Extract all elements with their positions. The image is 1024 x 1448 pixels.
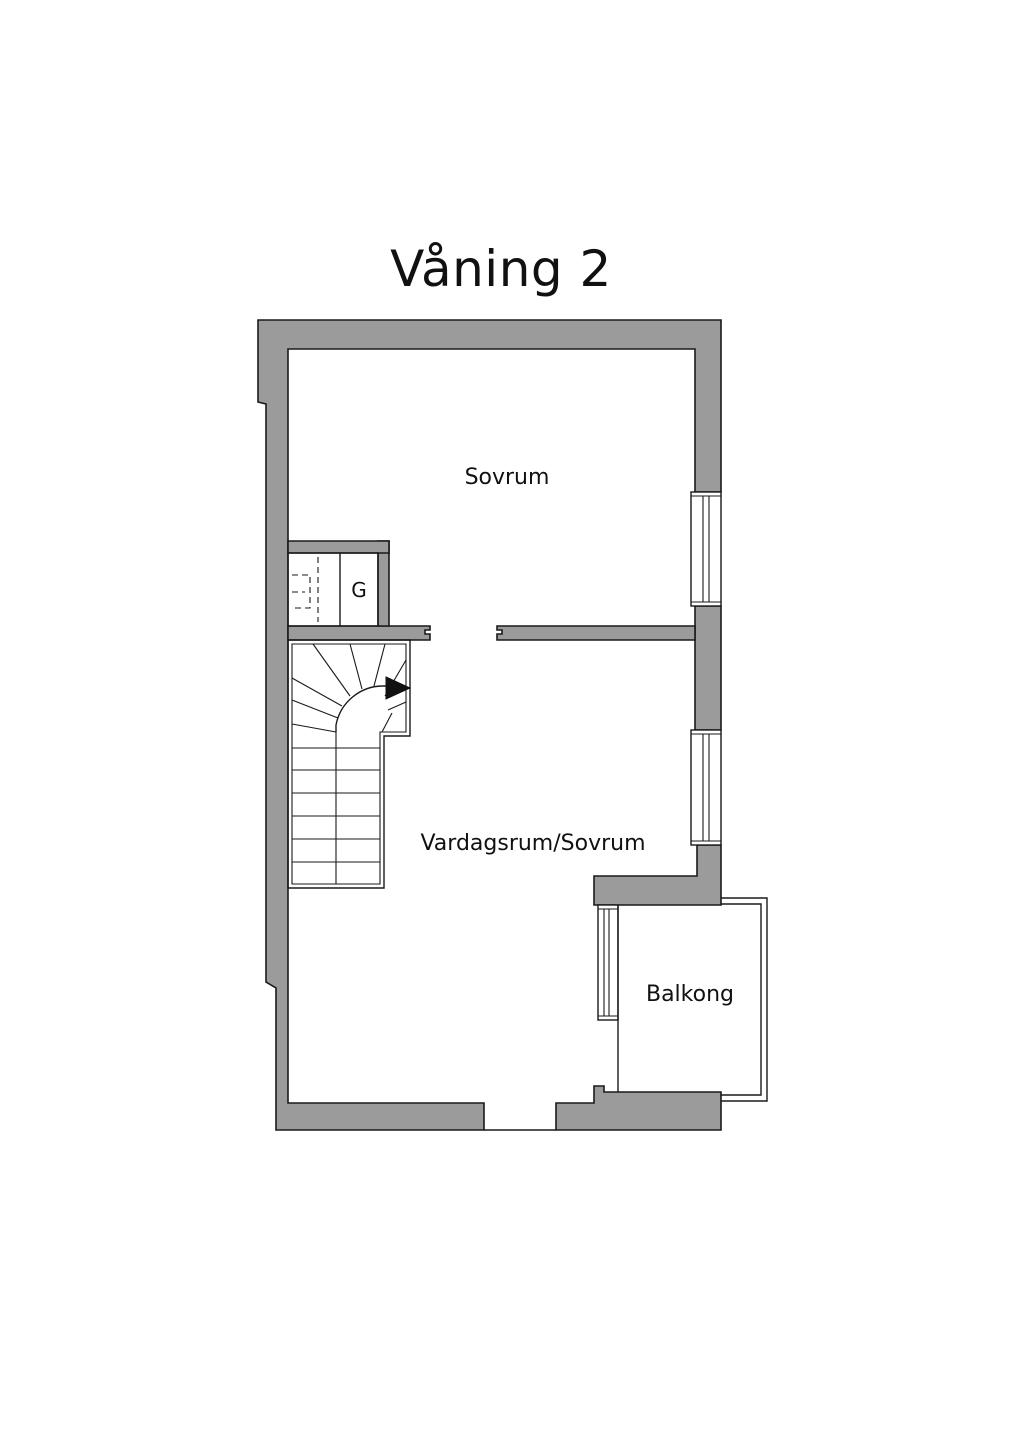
room-label-sovrum: Sovrum bbox=[465, 465, 550, 490]
balcony-railing bbox=[617, 897, 768, 1102]
stair-direction-arrow-icon bbox=[385, 676, 412, 700]
closet-label: G bbox=[351, 578, 367, 602]
room-label-vardagsrum: Vardagsrum/Sovrum bbox=[420, 831, 645, 856]
floor-title: Våning 2 bbox=[390, 240, 612, 298]
closet bbox=[287, 552, 379, 627]
outer-walls bbox=[257, 319, 722, 1131]
window-sovrum bbox=[690, 491, 722, 607]
window-vardagsrum bbox=[690, 729, 722, 846]
partition-left bbox=[287, 625, 431, 641]
staircase bbox=[287, 639, 412, 889]
partition-right bbox=[496, 625, 696, 641]
room-label-balkong: Balkong bbox=[646, 982, 734, 1007]
window-balkong bbox=[597, 904, 619, 1021]
closet-top-wall bbox=[287, 540, 390, 554]
